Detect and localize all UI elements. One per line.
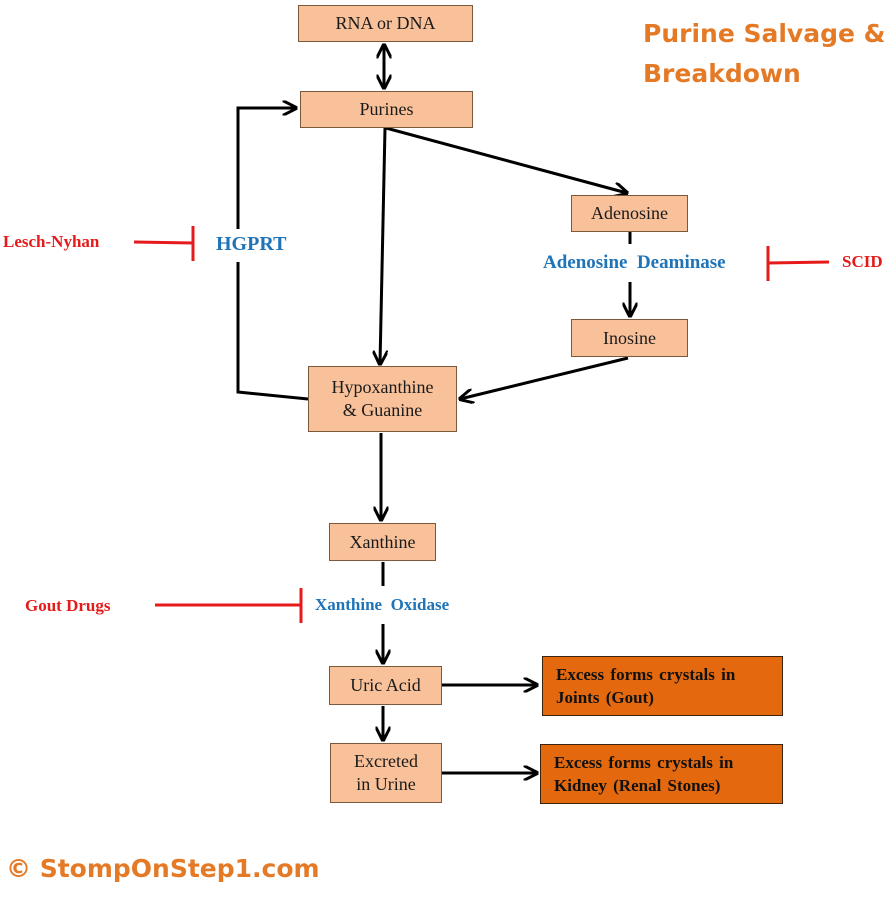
node-adenosine: Adenosine <box>571 195 688 232</box>
node-uric-acid: Uric Acid <box>329 666 442 705</box>
enzyme-xanthine-oxidase: Xanthine Oxidase <box>315 595 450 614</box>
outcome-renal-stones: Excess forms crystals in Kidney (Renal S… <box>540 744 783 804</box>
diagram-title: Purine Salvage & Breakdown <box>643 14 885 94</box>
inhibitor-gout-drugs: Gout Drugs <box>25 596 111 615</box>
node-xanthine: Xanthine <box>329 523 436 561</box>
node-rna-dna: RNA or DNA <box>298 5 473 42</box>
arrow-hgprt-salvage <box>236 262 309 401</box>
title-line-1: Purine Salvage & <box>643 19 886 48</box>
enzyme-hgprt: HGPRT <box>216 233 287 255</box>
title-line-2: Breakdown <box>643 59 801 88</box>
node-hypoxanthine-guanine: Hypoxanthine & Guanine <box>308 366 457 432</box>
inhibitor-scid: SCID <box>842 252 883 271</box>
outcome-gout: Excess forms crystals in Joints (Gout) <box>542 656 783 716</box>
inhibitor-lesch-nyhan: Lesch-Nyhan <box>3 232 100 251</box>
inhibitor-line-lesch-nyhan <box>133 240 194 245</box>
node-excreted-in-urine: Excreted in Urine <box>330 743 442 803</box>
node-inosine: Inosine <box>571 319 688 357</box>
copyright-footer: © StompOnStep1.com <box>6 854 320 883</box>
arrow-hgprt-salvage-top <box>236 108 296 229</box>
arrow-purines-adenosine <box>385 126 627 193</box>
node-purines: Purines <box>300 91 473 128</box>
arrow-purines-hypoxanthine <box>380 127 385 364</box>
arrow-inosine-hypoxanthine <box>460 356 629 399</box>
enzyme-adenosine-deaminase: Adenosine Deaminase <box>543 252 726 273</box>
inhibitor-line-scid <box>767 260 830 265</box>
